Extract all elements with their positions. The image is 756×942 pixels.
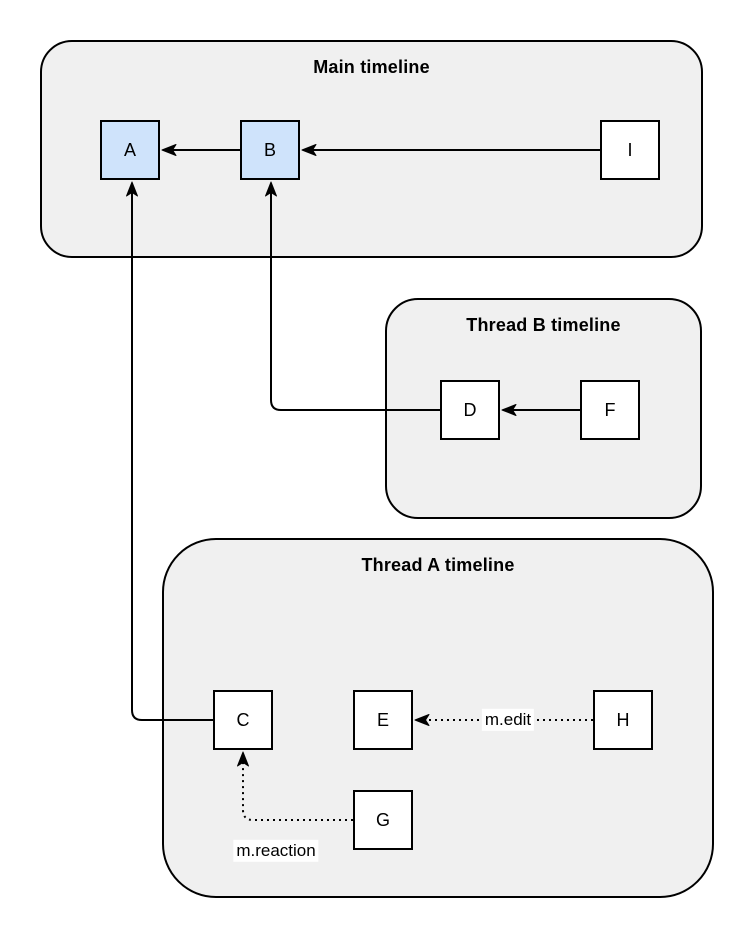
node-h-label: H [616, 709, 630, 730]
node-i-label: I [627, 139, 633, 160]
thread-a-timeline-title: Thread A timeline [361, 555, 515, 575]
node-f-label: F [604, 399, 616, 420]
node-h: H [593, 690, 653, 750]
node-c-label: C [236, 709, 250, 730]
edge-label-m-reaction: m.reaction [233, 839, 319, 863]
node-b: B [240, 120, 300, 180]
main-timeline-title: Main timeline [313, 57, 430, 77]
node-g: G [353, 790, 413, 850]
node-a: A [100, 120, 160, 180]
node-e: E [353, 690, 413, 750]
edge-label-m-edit: m.edit [481, 708, 535, 732]
node-f: F [580, 380, 640, 440]
node-i: I [600, 120, 660, 180]
node-d-label: D [463, 399, 477, 420]
node-g-label: G [375, 809, 390, 830]
node-a-label: A [123, 139, 136, 160]
node-d: D [440, 380, 500, 440]
thread-b-timeline-title: Thread B timeline [466, 315, 621, 335]
node-b-label: B [263, 139, 276, 160]
node-e-label: E [376, 709, 389, 730]
container-thread-b-timeline: Thread B timeline [385, 298, 702, 519]
node-c: C [213, 690, 273, 750]
